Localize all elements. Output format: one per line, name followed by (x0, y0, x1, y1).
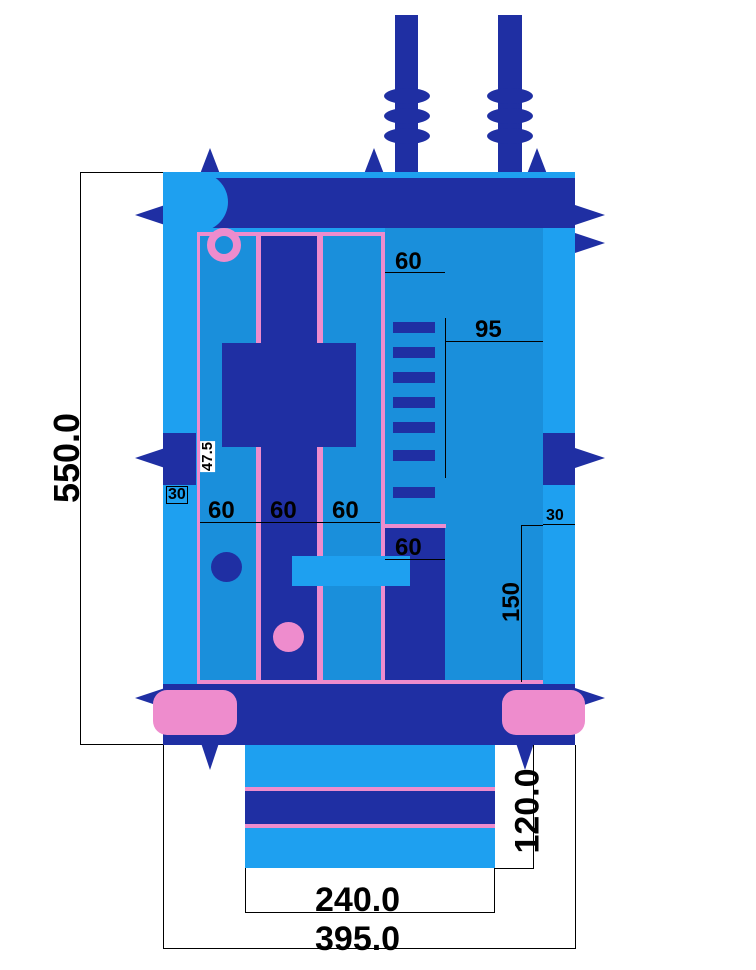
anchor-spike (527, 148, 547, 174)
bottom-border (197, 680, 543, 684)
label-left-wall: 30 (166, 486, 188, 504)
label-slide-length: 120.0 (508, 768, 547, 854)
label-overall-width: 395.0 (315, 920, 401, 958)
pink-column-left (153, 690, 237, 735)
dim-tick (495, 868, 534, 869)
pipe-ring (487, 88, 533, 104)
anchor-spike (200, 148, 220, 174)
slide-top-block (385, 528, 445, 683)
pink-ball-obstacle (273, 622, 304, 652)
anchor-spike (575, 205, 605, 225)
label-slide-width: 240.0 (315, 881, 401, 919)
dim-tick (245, 868, 246, 913)
dim-tick (80, 744, 163, 745)
label-lane-1: 60 (208, 497, 235, 524)
slide-top-border (384, 524, 446, 528)
slide-lane (245, 787, 495, 828)
dim-line (385, 272, 445, 273)
climb-step (393, 397, 435, 408)
label-right-wall: 30 (546, 507, 564, 524)
top-beam (185, 178, 575, 228)
anchor-spike (575, 448, 605, 468)
corner-column (166, 172, 228, 232)
anchor-spike (135, 205, 165, 225)
dim-line-slide-length (533, 745, 534, 868)
dim-line-width (163, 948, 575, 949)
dim-line (445, 318, 446, 478)
dim-line (200, 522, 380, 523)
dim-line (445, 341, 543, 342)
dark-ball-obstacle (211, 552, 242, 582)
dim-line-slide-width (245, 912, 495, 913)
climb-step (393, 347, 435, 358)
dim-line (543, 524, 575, 525)
label-lane-2: 60 (270, 497, 297, 524)
pink-column-right (502, 690, 585, 735)
pipe-ring (487, 128, 533, 144)
dim-line (385, 559, 445, 560)
dim-line (521, 525, 543, 526)
dim-tick (163, 745, 164, 949)
pop-up-obstacle (222, 343, 356, 447)
climb-step (393, 422, 435, 433)
anchor-spike (364, 148, 384, 174)
anchor-spike (575, 233, 605, 253)
dim-tick (80, 172, 163, 173)
label-climb-depth: 95 (475, 316, 502, 343)
right-entrance-block (543, 433, 575, 485)
left-entrance-block (163, 433, 196, 485)
dim-line (521, 525, 522, 682)
dim-tick (575, 745, 576, 949)
pink-ring-obstacle (207, 228, 241, 262)
lane-3 (323, 236, 381, 680)
label-lane-3: 60 (332, 497, 359, 524)
pipe-ring (384, 88, 430, 104)
anchor-spike (135, 448, 165, 468)
pipe-ring (384, 128, 430, 144)
label-entrance-height: 47.5 (199, 440, 217, 473)
label-right-side: 150 (498, 581, 526, 623)
pipe-ring (487, 108, 533, 124)
climb-step (393, 450, 435, 461)
label-overall-length: 550.0 (46, 412, 88, 504)
climb-step (393, 322, 435, 333)
dim-tick (494, 868, 495, 913)
lane-2 (261, 236, 317, 680)
label-climb-bottom: 60 (395, 534, 422, 561)
label-climb-top: 60 (395, 248, 422, 275)
climb-step (393, 487, 435, 498)
climb-step (393, 372, 435, 383)
dim-line-length (80, 172, 81, 745)
pipe-ring (384, 108, 430, 124)
crossbar-obstacle (292, 556, 410, 586)
